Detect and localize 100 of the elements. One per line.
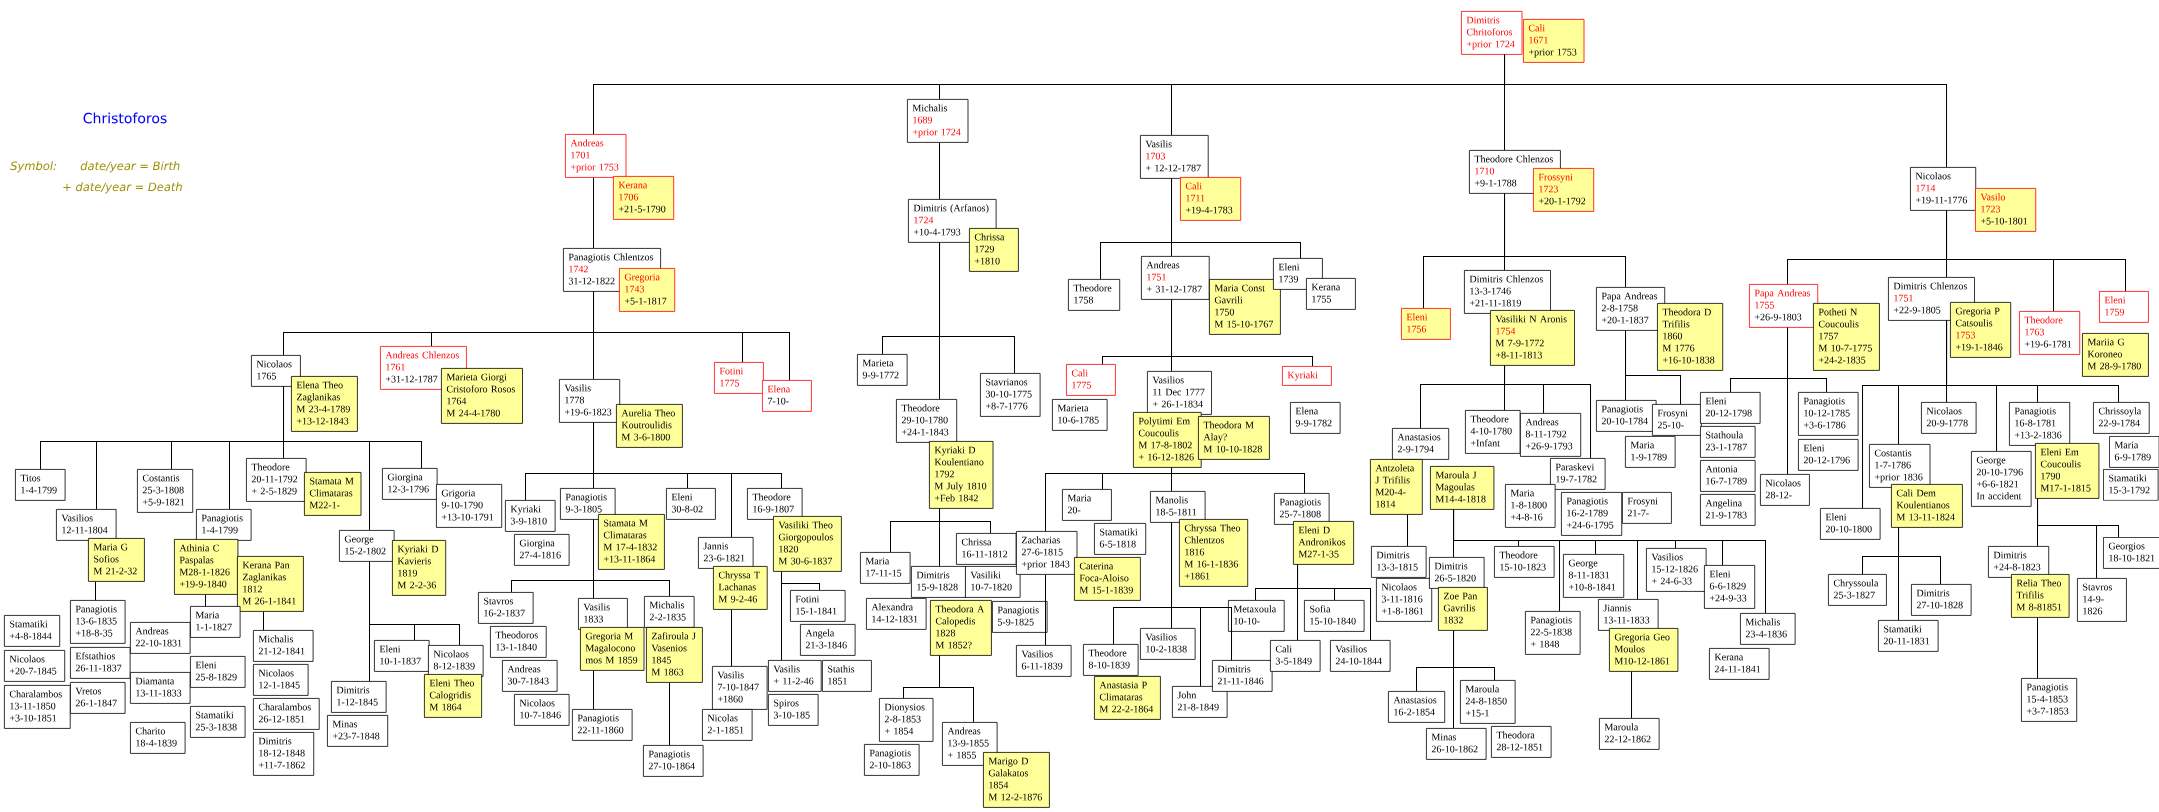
person-box: Caterina Foca-Aloiso M 15-1-1839: [1074, 557, 1141, 601]
person-box: Dimitris Chlenzos 13-3-1746 +21-11-1819: [1464, 270, 1551, 314]
tree-line: [593, 519, 670, 597]
person-box: Michalis 2-2-1835: [644, 596, 695, 628]
person-box: Panagiotis 20-10-1784: [1596, 400, 1657, 432]
person-box: Dimitris 26-5-1820: [1429, 557, 1485, 589]
person-box: Gregoria 1743 +5-1-1817: [619, 268, 676, 312]
person-box: Eleni 6-6-1829 +24-9-33: [1704, 565, 1756, 609]
person-box: Nicolaos +20-7-1845: [4, 650, 66, 682]
person-box: Kyriaki: [1282, 366, 1332, 386]
person-box: Chryssa Theo Chlentzos 1816 M 16-1-1836 +1861: [1179, 519, 1249, 587]
person-box: Marigo D Galakatos 1854 M 12-2-1876: [983, 752, 1050, 808]
person-box: George 8-11-1831 +10-8-1841: [1563, 554, 1625, 598]
person-box: Kyriaki D Koulentiano 1792 M July 1810 +Feb 1842: [929, 441, 994, 509]
person-box: Andreas 1751 + 31-12-1787: [1141, 256, 1210, 300]
person-box: Eleni 1756: [1401, 308, 1451, 340]
person-box: Gregoria P Catsoulis 1753 +19-1-1846: [1950, 302, 2012, 358]
person-box: Nicolaos 28-12-: [1760, 474, 1810, 506]
person-box: Nicolaos 10-7-1846: [514, 694, 570, 726]
person-box: Cali 1711 +19-4-1783: [1180, 177, 1242, 221]
person-box: Frosyni 21-7-: [1622, 492, 1672, 524]
person-box: Panagiotis 1-4-1799: [196, 509, 252, 541]
person-box: Fotini 1775: [714, 362, 764, 394]
person-box: Nicolaos 8-12-1839: [428, 645, 484, 677]
tree-line: [593, 670, 594, 710]
tree-line: [1453, 509, 1766, 614]
tree-line: [1787, 327, 1827, 393]
note-text: + date/year = Death: [63, 182, 182, 194]
person-box: Dionysios 2-8-1853 + 1854: [879, 698, 934, 742]
person-box: Anastasia P Climataras M 22-2-1864: [1094, 676, 1161, 720]
person-box: Theodoros 13-1-1840: [490, 626, 547, 658]
person-box: Panagiotis 10-12-1785 +3-6-1786: [1798, 392, 1859, 436]
tree-line: [939, 142, 940, 200]
person-box: Nicolaos 20-9-1778: [1921, 402, 1977, 434]
person-box: Maria 1-8-1800 +4-8-16: [1505, 484, 1556, 528]
tree-line: [2037, 617, 2038, 679]
person-box: Stamata M Climataras M 17-4-1832 +13-11-1864: [598, 514, 665, 570]
person-box: Anastasios 16-2-1854: [1388, 691, 1446, 723]
person-box: Stamatiki 6-5-1818: [1094, 523, 1147, 555]
person-box: Chrissa 1729 +1810: [969, 228, 1019, 272]
person-box: Michalis 23-4-1836: [1740, 613, 1796, 645]
person-box: Frossyni 1723 +20-1-1792: [1533, 168, 1595, 212]
tree-line: [1504, 193, 1626, 288]
person-box: Stamata M Climataras M22-1-: [304, 472, 362, 516]
person-box: Theodore 15-10-1823: [1494, 546, 1555, 578]
person-box: Maria Const Gavrili 1750 M 15-10-1767: [1209, 279, 1281, 335]
person-box: Panagiotis 16-2-1789 +24-6-1795: [1561, 492, 1623, 536]
person-box: Maria 6-9-1789: [2109, 436, 2159, 468]
person-box: Giorgina 12-3-1796: [382, 468, 438, 500]
tree-line: [731, 609, 732, 667]
person-box: Theodora A Calopedis 1828 M 1852?: [930, 600, 992, 656]
person-box: Eleni 20-12-1796: [1798, 439, 1859, 471]
tree-line: [1171, 299, 1313, 367]
person-box: Stamatiki 15-3-1792: [2103, 469, 2159, 501]
person-box: Dimitris 18-12-1848 +11-7-1862: [253, 732, 315, 776]
person-box: Eleni 10-1-1837: [374, 640, 430, 672]
person-box: Maria 17-11-15: [860, 552, 911, 584]
person-box: Kerana 24-11-1841: [1709, 648, 1770, 680]
person-box: Vasilios 24-10-1844: [1330, 640, 1391, 672]
person-box: Dimitris Chritoforos +prior 1724: [1461, 11, 1523, 55]
tree-line: [1453, 630, 1495, 681]
person-box: Vasilis 7-10-1847 +1860: [712, 666, 768, 710]
person-box: Stamatiki 25-3-1838: [190, 706, 246, 738]
tree-line: [1171, 522, 1232, 661]
person-box: Zafiroula J Vasenios 1845 M 1863: [646, 627, 703, 683]
person-box: Cali Dem Koulentianos M 13-11-1824: [1891, 484, 1963, 528]
tree-line: [283, 386, 422, 469]
person-box: Relia Theo Trifilis M 8-81851: [2011, 574, 2070, 618]
person-box: Eleni 1759: [2099, 291, 2149, 323]
person-box: Vasiliki 10-7-1820: [965, 566, 1021, 598]
person-box: Theodore 4-10-1780 +Infant: [1465, 410, 1521, 454]
person-box: Panagiotis 27-10-1864: [643, 745, 704, 777]
person-box: Stathoula 23-1-1787: [1700, 426, 1756, 458]
person-box: Chrissa 16-11-1812: [956, 533, 1017, 565]
person-box: Vasilios 11 Dec 1777 + 26-1-1834: [1147, 371, 1212, 415]
person-box: Vretos 26-1-1847: [70, 682, 126, 714]
tree-line: [939, 508, 991, 534]
person-box: Marieta Giorgi Cristoforo Rosos 1764 M 24-4-1780: [441, 368, 523, 424]
person-box: Vasilis + 11-2-46: [768, 660, 822, 692]
tree-line: [1407, 514, 1408, 547]
person-box: Panagiotis 2-10-1863: [864, 744, 920, 776]
tree-line: [2037, 498, 2120, 538]
person-box: Sofia 15-10-1840: [1304, 600, 1365, 632]
person-box: Nicolas 2-1-1851: [702, 709, 753, 741]
person-box: Vasiliki N Aronis 1754 M 7-9-1772 +8-11-1813: [1490, 310, 1575, 366]
person-box: Vasilios 10-2-1838: [1140, 628, 1196, 660]
person-box: Stavros 14-9- 1826: [2077, 578, 2127, 622]
person-box: Panagiotis 25-7-1808: [1274, 493, 1330, 525]
title: Christoforos: [83, 112, 167, 124]
tree-line: [1045, 574, 1046, 646]
person-box: Costantis 25-3-1808 +5-9-1821: [137, 469, 194, 513]
person-box: Dimitris +24-8-1823: [1988, 546, 2050, 578]
tree-line: [1504, 54, 1947, 168]
tree-line: [1898, 527, 1899, 621]
person-box: Efstathios 26-11-1837: [70, 647, 131, 679]
tree-line: [1946, 210, 2126, 292]
person-box: Vasiliki Theo Giorgopoulos 1820 M 30-6-1837: [773, 516, 842, 572]
note-text: date/year = Birth: [80, 161, 180, 173]
person-box: Kyriaki 3-9-1810: [505, 500, 556, 532]
person-box: Andreas 8-11-1792 +26-9-1793: [1520, 413, 1582, 457]
